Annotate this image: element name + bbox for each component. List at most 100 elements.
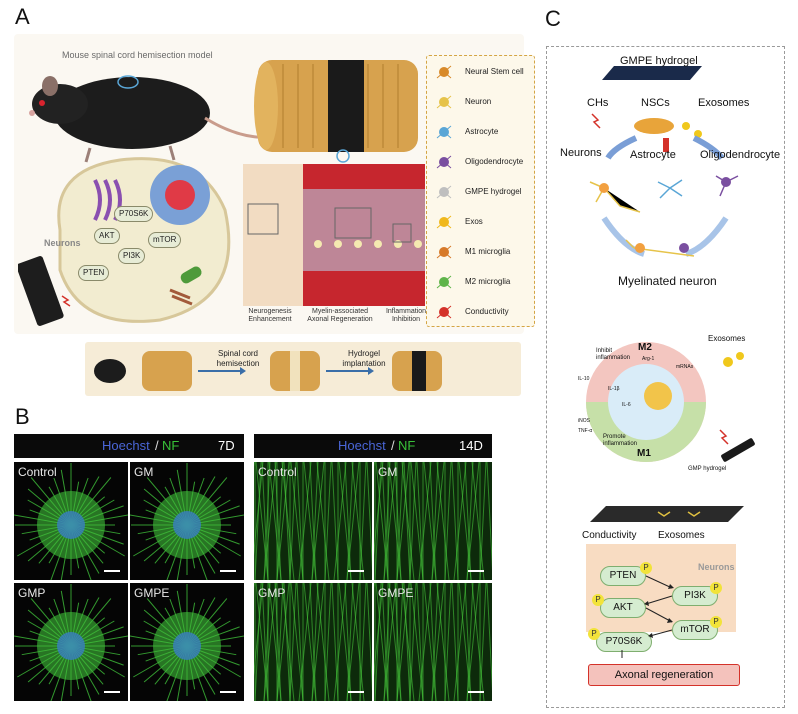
pathway-p70s6k: P70S6K [114,206,154,222]
c-mrnas-label: mRNAs [676,364,694,370]
micrograph-label: Control [258,465,297,479]
day-7d: 7D [218,438,235,453]
c-nscs-label: NSCs [641,97,670,109]
legend-label: M1 microglia [465,247,511,256]
m1-microglia-icon [435,244,453,260]
cell-label-neurons: Neurons [44,238,81,248]
c-neurons-label: Neurons [560,147,602,159]
c-inhibit-label: Inhibit inflammation [596,348,631,361]
hydrogel-icon [435,184,453,200]
microglia-polarization-diagram [586,342,755,462]
scale-bar [104,570,120,572]
m2-microglia-icon [435,274,453,290]
hydrogel-slab-icon [602,66,702,80]
micrograph-tile: Control [14,462,128,580]
c-node-pi3k: PI3K [672,586,718,606]
micrograph-label: GMPE [134,586,170,600]
header-14d: Hoechst / NF 14D [254,434,492,458]
c-exosomes2-label: Exosomes [708,334,746,343]
c-chs-label: CHs [587,97,609,109]
pathway-mtor: mTOR [148,232,182,248]
step-implantation: Hydrogel implantation [342,349,386,368]
model-title: Mouse spinal cord hemisection model [62,50,213,60]
micrograph-tile: Control [254,462,372,580]
c-myelinated-label: Myelinated neuron [618,274,717,288]
legend-label: Astrocyte [465,127,499,136]
spinal-cord-scaffold [254,60,418,163]
scale-bar [468,570,484,572]
c-oligodendrocyte-label: Oligodendrocyte [700,149,781,161]
step-hemisection: Spinal cord hemisection [216,349,260,368]
micrograph-tile: GM [130,462,244,580]
phospho-dot: P [710,582,722,594]
c-axonal-regeneration: Axonal regeneration [588,664,740,686]
stain-sep-14d: / [391,438,395,453]
c-il6-label: IL-6 [622,402,631,408]
c-il1b-label: IL-1β [608,386,620,392]
legend-label: Oligodendrocyte [465,157,524,166]
caption-myelin: Myelin-associated Axonal Regeneration [307,308,373,323]
phospho-dot: P [710,616,722,628]
legend-label: M2 microglia [465,277,511,286]
c-astrocyte-label: Astrocyte [630,149,676,161]
legend-label: Exos [465,217,483,226]
panel-label-c: C [545,6,561,31]
c-exosomes3-label: Exosomes [658,530,705,541]
c-m2-label: M2 [638,342,652,353]
header-7d: Hoechst / NF 7D [14,434,244,458]
c-node-akt: AKT [600,598,646,618]
oligodendrocyte-icon [435,154,453,170]
procedure-illustration [94,351,442,391]
legend-label: GMPE hydrogel [465,187,522,196]
scale-bar [104,691,120,693]
c-hydrogel-label: GMPE hydrogel [620,55,698,67]
micrograph-tile: GM [374,462,492,580]
c-gmp-hydrogel-label: GMP hydrogel [688,466,727,472]
c-exosomes-label: Exosomes [698,97,750,109]
hydrogel-tablet-icon [18,256,71,326]
phospho-dot: P [592,594,604,606]
stain-nf-7d: NF [162,438,180,453]
stain-nf-14d: NF [398,438,416,453]
c-tnfa-label: TNF-α [578,428,593,434]
micrograph-label: GMP [258,586,286,600]
neuron-icon [435,94,453,110]
pathway-akt: AKT [94,228,120,244]
day-14d: 14D [459,438,483,453]
micrograph-tile: GMP [254,583,372,701]
conductivity-icon [435,304,453,320]
stain-hoechst-14d: Hoechst [338,438,386,453]
phospho-dot: P [640,562,652,574]
scale-bar [348,570,364,572]
pathway-pi3k: PI3K [118,248,146,264]
micrograph-tile: GMPE [130,583,244,701]
c-arg1-label: Arg-1 [642,356,655,362]
caption-neurogenesis: Neurogenesis Enhancement [248,308,292,323]
scale-bar [348,691,364,693]
legend-label: Neural Stem cell [465,67,524,76]
panel-label-b: B [15,404,30,429]
micrograph-label: GM [378,465,398,479]
stain-hoechst-7d: Hoechst [102,438,150,453]
scale-bar [220,570,236,572]
pathway-pten: PTEN [78,265,110,281]
conductive-hydrogel-icon [590,506,744,522]
c-il10-label: IL-10 [578,376,590,382]
panel-label-a: A [15,4,30,29]
spinal-tissue-regeneration [243,164,425,306]
c-node-mtor: mTOR [672,620,718,640]
micrograph-tile: GMPE [374,583,492,701]
c-promote-label: Promote inflammation [603,434,638,447]
scale-bar [220,691,236,693]
astrocyte-icon [435,124,453,140]
c-inos-label: iNOS [578,418,590,424]
legend-label: Conductivity [465,307,509,316]
micrograph-label: Control [18,465,57,479]
phospho-dot: P [588,628,600,640]
neural-stem-cell-icon [435,64,453,80]
exosome-icon [435,214,453,230]
micrograph-tile: GMP [14,583,128,701]
pathway-arrows [621,575,674,658]
micrograph-label: GM [134,465,154,479]
